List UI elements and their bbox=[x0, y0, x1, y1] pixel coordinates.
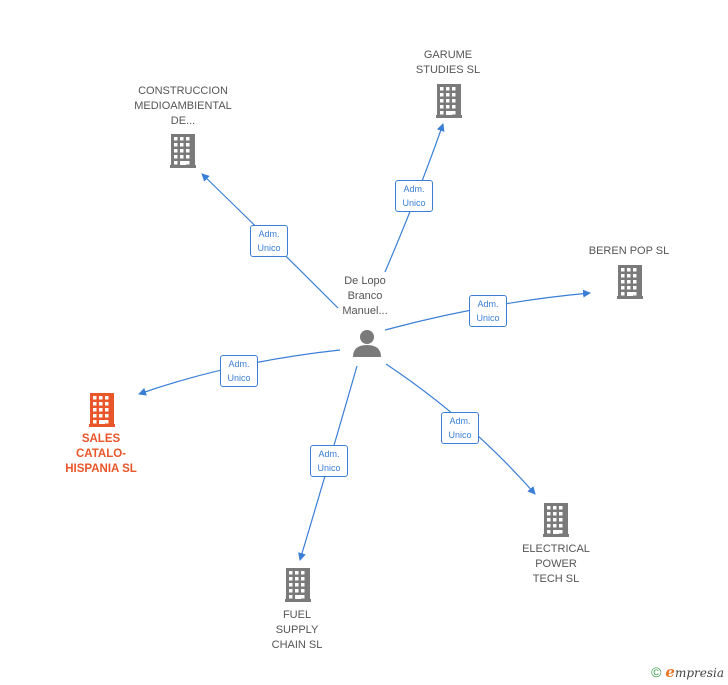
node-label-electrical[interactable]: ELECTRICAL POWER TECH SL bbox=[522, 543, 590, 585]
building-icon[interactable] bbox=[168, 134, 198, 173]
building-icon[interactable] bbox=[434, 84, 464, 123]
node-label-construccion[interactable]: CONSTRUCCION MEDIOAMBIENTAL DE... bbox=[134, 85, 232, 127]
edge-label-fuel[interactable]: Adm. Unico bbox=[310, 445, 348, 477]
edge-label-beren[interactable]: Adm. Unico bbox=[469, 295, 507, 327]
edge-label-sales[interactable]: Adm. Unico bbox=[220, 355, 258, 387]
node-label-fuel[interactable]: FUEL SUPPLY CHAIN SL bbox=[271, 609, 323, 651]
footer-brand: © empresia bbox=[651, 663, 724, 681]
brand-logo: empresia bbox=[665, 663, 724, 681]
node-label-garume[interactable]: GARUME STUDIES SL bbox=[415, 49, 481, 76]
edge-label-electrical[interactable]: Adm. Unico bbox=[441, 412, 479, 444]
edge-label-construccion[interactable]: Adm. Unico bbox=[250, 225, 288, 257]
center-person-name[interactable]: De Lopo Branco Manuel... bbox=[342, 275, 388, 317]
node-label-beren[interactable]: BEREN POP SL bbox=[588, 245, 670, 257]
copyright-icon: © bbox=[651, 664, 662, 680]
building-icon[interactable] bbox=[615, 265, 645, 304]
building-icon[interactable] bbox=[541, 503, 571, 542]
node-label-sales[interactable]: SALES CATALO- HISPANIA SL bbox=[65, 433, 137, 475]
edge-label-garume[interactable]: Adm. Unico bbox=[395, 180, 433, 212]
building-icon[interactable] bbox=[283, 568, 313, 607]
person-icon[interactable] bbox=[352, 328, 382, 358]
building-icon[interactable] bbox=[87, 393, 117, 432]
